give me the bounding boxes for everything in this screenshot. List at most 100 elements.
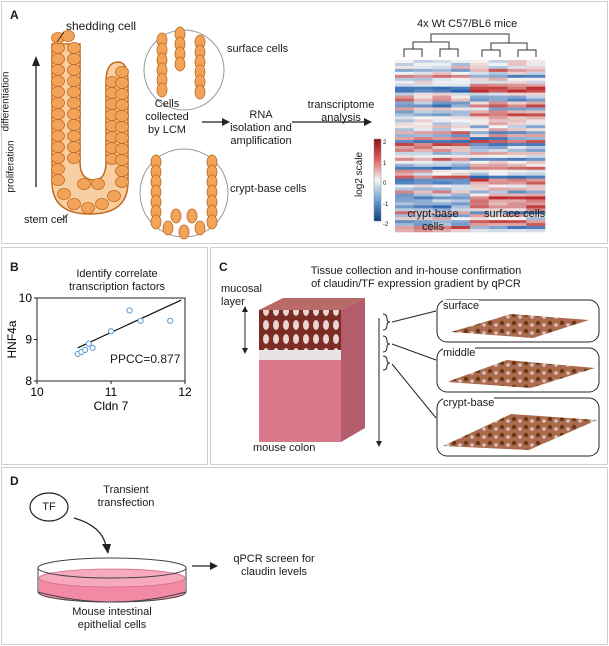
heatmap-cell [507,80,527,85]
heatmap-cell [526,107,546,111]
colorbar-tick-label: -2 [383,222,389,228]
heatmap-cell [413,122,433,126]
heatmap-cell [507,157,527,162]
heatmap-cell [526,151,546,156]
heatmap-cell [488,226,508,230]
heatmap-cell [526,199,546,203]
heatmap-cell [470,163,490,168]
heatmap-cell [470,71,490,76]
heatmap-cell [413,146,433,150]
heatmap-cell [413,187,433,191]
heatmap-cell [470,110,490,114]
heatmap-cell [470,113,490,117]
heatmap-cell [507,220,527,224]
heatmap-cell [451,184,471,188]
heatmap-cell [451,148,471,153]
heatmap-cell [432,172,452,176]
heatmap-cell [432,202,452,206]
heatmap-cell [451,113,471,117]
heatmap-cell [488,190,508,194]
heatmap-cell [507,110,527,114]
heatmap-cell [432,163,452,168]
heatmap-cell [451,74,471,79]
heatmap-cell [470,175,490,179]
heatmap-cell [470,196,490,200]
heatmap-cell [526,184,546,188]
heatmap-cell [432,89,452,93]
screen-label: qPCR screen for claudin levels [224,553,324,579]
heatmap-cell [488,98,508,102]
heatmap-cell [488,166,508,171]
zoom-cell [206,214,218,230]
heatmap-cell [432,80,452,85]
mucosal-layer-label: mucosal layer [221,283,262,309]
data-point [107,328,115,335]
epithelial-cell [67,64,81,76]
panel-c-title-line: of claudin/TF expression gradient by qPC… [311,278,521,290]
heatmap-cell [451,104,471,108]
epithelial-cell [51,75,65,87]
heatmap-cell [470,184,490,188]
heatmap-cell [395,163,415,168]
heatmap-cell [488,122,508,126]
heatmap-cell [526,157,546,162]
shedding-cell-label: shedding cell [66,19,137,33]
epithelial-cell [115,143,129,155]
heatmap-cell [451,137,471,141]
zoom-cell [186,208,198,224]
y-tick-label: 8 [25,374,32,388]
panel-b-title: Identify correlate transcription factors [42,268,192,294]
heatmap-cell [488,77,508,82]
heatmap-cell [395,196,415,200]
heatmap-cell [526,226,546,230]
heatmap-cell [507,154,527,159]
heatmap-cell [451,190,471,194]
heatmap-cell [395,122,415,126]
heatmap-cell [488,125,508,129]
heatmap-cell [395,146,415,150]
heatmap-cell [432,119,452,123]
panel-c-title-line: Tissue collection and in-house confirmat… [310,265,522,277]
heatmap-cell [507,187,527,191]
heatmap-cell [470,122,490,126]
heatmap-cell [526,62,546,67]
heatmap-cell [413,86,433,90]
heatmap-cell [526,223,546,227]
heatmap-cell [488,101,508,105]
heatmap-cell [451,208,471,212]
heatmap-cell [507,223,527,227]
heatmap-cell [451,140,471,144]
heatmap-cell [526,60,546,64]
heatmap-cell [395,62,415,67]
heatmap-cell [413,205,433,209]
heatmap-cell [451,157,471,162]
heatmap-cell [413,223,433,227]
panel-c-title: Tissue collection and in-house confirmat… [256,265,576,291]
heatmap-cell [451,163,471,168]
heatmap-cell [395,211,415,215]
heatmap-cell [507,190,527,194]
heatmap-cell [432,116,452,120]
heatmap-cell [395,98,415,102]
epithelial-cell [115,165,129,177]
heatmap-cell [470,190,490,194]
heatmap-cell [451,226,471,230]
epithelial-cell [67,42,81,54]
epithelial-cell [81,202,95,214]
heatmap-cell [432,226,452,230]
panel-a: A [0,1,608,244]
heatmap-cell [526,146,546,150]
heatmap-cell [526,98,546,102]
heatmap-cell [470,223,490,227]
heatmap-cell [507,122,527,126]
heatmap-cell [507,107,527,111]
heatmap-cell [451,128,471,132]
heatmap-cell [507,163,527,168]
transcriptome-line: analysis [321,112,361,124]
x-tick-label: 11 [105,385,118,399]
transient-label: Transient transfection [86,484,166,510]
heatmap-cell [432,101,452,105]
heatmap-cell [507,196,527,200]
heatmap-cell [413,128,433,132]
